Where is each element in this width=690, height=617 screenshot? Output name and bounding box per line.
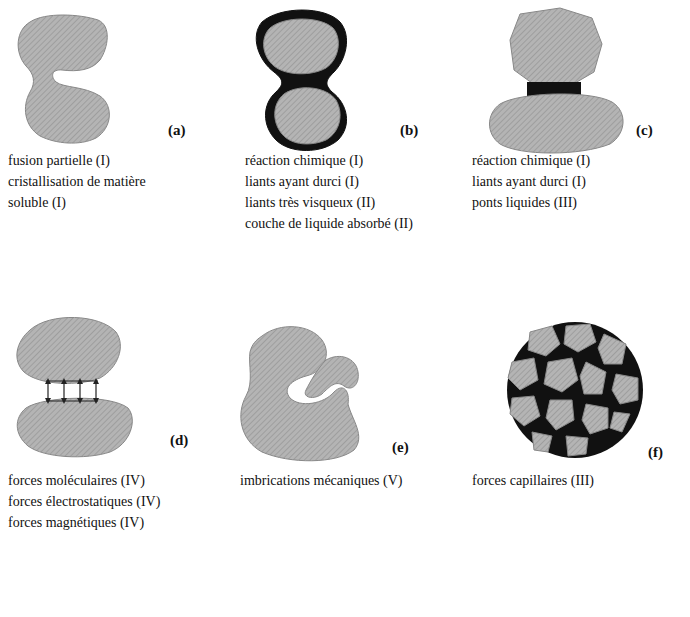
mechanism-caption: fusion partielle (I): [8, 150, 110, 171]
particle: [598, 334, 626, 364]
mechanism-caption: ponts liquides (III): [472, 192, 577, 213]
mechanism-caption: couche de liquide absorbé (II): [245, 213, 413, 234]
mechanism-caption: réaction chimique (I): [472, 150, 590, 171]
coated-particle: [264, 19, 339, 74]
panel-letter: (f): [648, 442, 663, 463]
particle: [508, 358, 538, 390]
mechanism-caption: forces électrostatiques (IV): [8, 491, 160, 512]
force-arrow: [47, 381, 48, 401]
force-arrow: [79, 381, 80, 401]
force-arrow: [63, 381, 64, 401]
particle: [582, 404, 608, 434]
capillary-liquid: [507, 322, 643, 458]
particle: [580, 362, 606, 394]
force-arrow: [95, 381, 96, 401]
particle: [17, 317, 120, 383]
particle: [532, 432, 552, 452]
agglomerate-particles: [508, 324, 638, 456]
panel-letter: (a): [168, 120, 186, 141]
force-arrows: [46, 381, 98, 401]
mechanism-caption: liants très visqueux (II): [245, 192, 375, 213]
interlocked-particle: [305, 356, 358, 397]
mechanism-caption: liants ayant durci (I): [245, 171, 359, 192]
mechanism-caption: réaction chimique (I): [245, 150, 363, 171]
interlocked-particle: [241, 327, 359, 461]
particle: [510, 8, 602, 86]
particle: [528, 326, 560, 356]
force-bar: [46, 400, 98, 401]
panel-letter: (d): [170, 430, 188, 451]
force-bar: [46, 380, 98, 381]
panel-letter: (b): [400, 120, 418, 141]
mechanism-caption: cristallisation de matière soluble (I): [8, 171, 188, 213]
mechanism-caption: forces capillaires (III): [472, 470, 594, 491]
mechanism-caption: forces magnétiques (IV): [8, 512, 144, 533]
binder-coating: [256, 10, 346, 151]
particle: [546, 400, 574, 430]
mechanism-caption: forces moléculaires (IV): [8, 470, 145, 491]
panel-letter: (c): [636, 120, 653, 141]
particle: [510, 396, 540, 426]
particle: [566, 436, 588, 456]
particle: [490, 94, 624, 153]
mechanism-caption: liants ayant durci (I): [472, 171, 586, 192]
particle: [612, 374, 638, 404]
particle: [544, 358, 578, 392]
fused-particle: [18, 15, 109, 143]
coated-particle: [275, 88, 340, 144]
particle: [17, 398, 132, 457]
mechanism-caption: imbrications mécaniques (V): [240, 470, 403, 491]
particle: [610, 412, 630, 432]
panel-letter: (e): [392, 437, 409, 458]
particle: [564, 324, 596, 352]
